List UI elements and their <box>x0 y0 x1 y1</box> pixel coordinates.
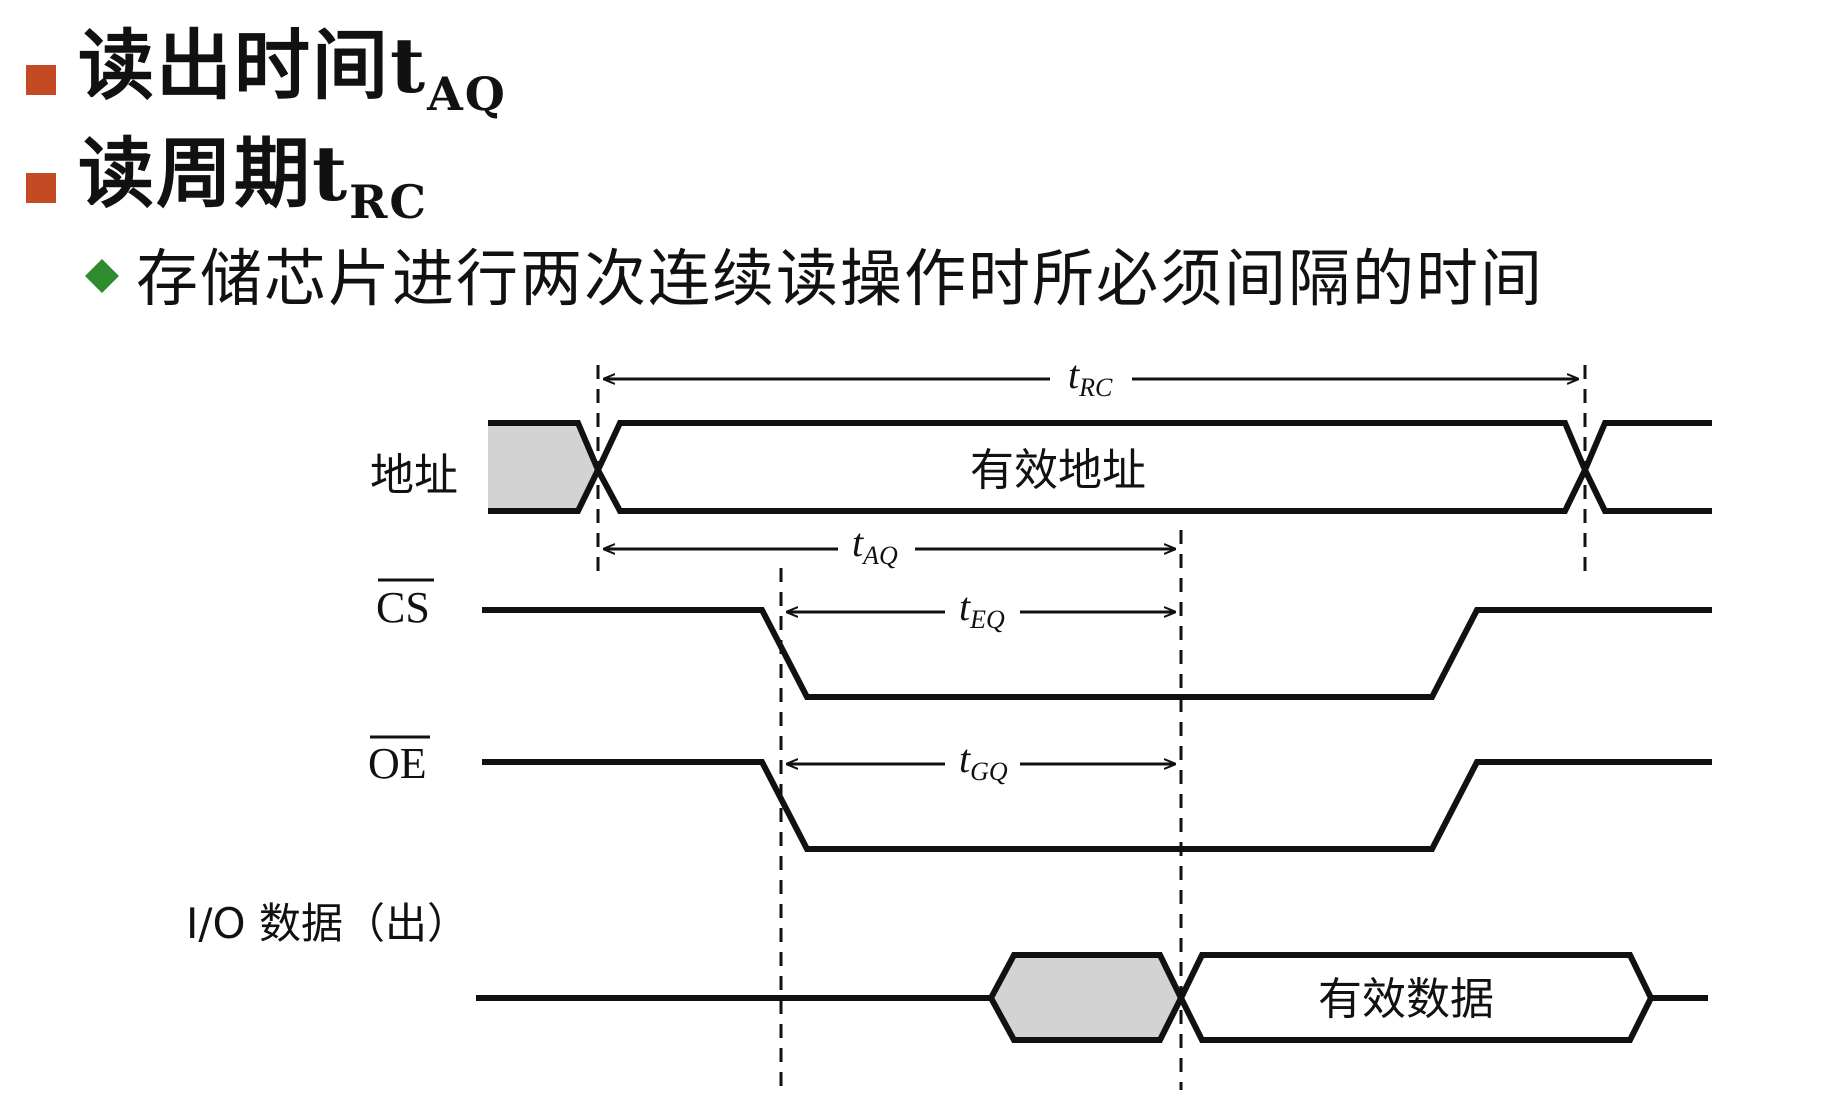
address-invalid-region <box>488 423 598 511</box>
io-invalid-region <box>991 955 1181 1040</box>
address-next-top <box>1582 420 1712 472</box>
address-signal: 有效地址 <box>488 420 1712 514</box>
signal-labels: 地址 CS OE I/O 数据（出） <box>186 450 469 948</box>
teq-label: tEQ <box>959 584 1005 634</box>
taq-label: tAQ <box>852 520 898 570</box>
io-label: I/O 数据（出） <box>186 899 469 948</box>
square-bullet-icon <box>26 173 56 203</box>
oe-label: OE <box>368 739 427 788</box>
tgq-label: tGQ <box>959 736 1008 786</box>
bullet-read-time: 读出时间tAQ <box>26 28 507 117</box>
sub-bullet: 存储芯片进行两次连续读操作时所必须间隔的时间 <box>85 242 1545 315</box>
valid-address-label: 有效地址 <box>970 445 1146 496</box>
timing-tgq: tGQ <box>787 736 1175 786</box>
cs-label: CS <box>376 583 430 632</box>
address-next-bottom <box>1582 468 1712 514</box>
cs-waveform <box>482 607 1712 700</box>
oe-signal <box>482 759 1712 852</box>
address-label: 地址 <box>370 450 458 501</box>
trc-label: tRC <box>1068 352 1113 402</box>
timing-trc: tRC <box>604 352 1578 402</box>
cs-signal <box>482 607 1712 700</box>
io-signal: 有效数据 <box>476 952 1708 1043</box>
timing-teq: tEQ <box>787 584 1175 634</box>
bullet-read-cycle: 读周期tRC <box>26 136 428 225</box>
timing-taq: tAQ <box>604 520 1175 570</box>
bullet-read-cycle-text: 读周期tRC <box>78 129 428 229</box>
bullet-read-time-text: 读出时间tAQ <box>78 21 507 121</box>
square-bullet-icon <box>26 65 56 95</box>
io-transition-bus <box>987 952 1184 1043</box>
oe-waveform <box>482 759 1712 852</box>
valid-data-label: 有效数据 <box>1318 974 1494 1025</box>
sub-bullet-text: 存储芯片进行两次连续读操作时所必须间隔的时间 <box>136 242 1545 315</box>
